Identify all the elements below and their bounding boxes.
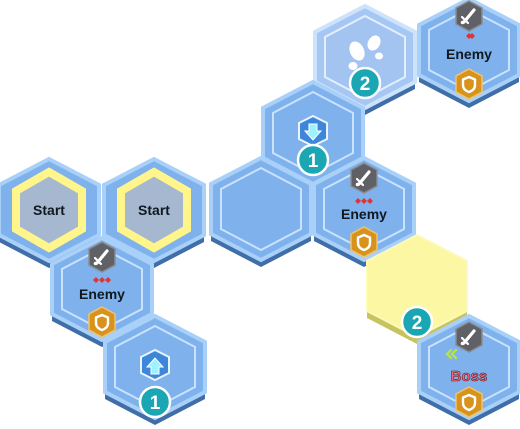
badge-stairs-down: 1 [296,143,330,177]
badge-number: 1 [150,393,161,414]
arrow-down-icon [298,114,328,148]
tile-label: Enemy [341,206,387,222]
difficulty-pips [93,277,111,283]
shield-icon [349,225,379,259]
tile-start-left[interactable]: Start [0,157,101,268]
tile-stairs-up[interactable]: 1 [103,314,207,425]
tile-label: Start [33,202,65,218]
tile-selected[interactable]: 2 [366,234,468,344]
sword-icon [349,161,379,195]
tile-stairs-down[interactable]: 1 [261,80,365,191]
tile-start-right[interactable]: Start [102,157,206,268]
tile-footsteps[interactable]: 2 [313,4,417,115]
footsteps-icon [348,35,383,70]
sword-icon [454,320,484,354]
difficulty-pips [355,198,373,204]
badge-stairs-up: 1 [138,385,172,419]
arrow-up-icon [140,348,170,382]
shield-icon [87,305,117,339]
tile-label: Enemy [446,46,492,62]
shield-icon [454,385,484,419]
badge-number: 2 [360,74,371,95]
tile-enemy-top-right[interactable]: Enemy [417,0,520,108]
badge-selected: 2 [400,305,434,339]
tile-label: Enemy [79,286,125,302]
tile-boss[interactable]: Boss [417,314,520,425]
tile-label: Start [138,202,170,218]
boss-chevrons-icon [445,348,458,360]
tile-empty-center[interactable] [209,156,313,267]
badge-number: 2 [412,313,423,334]
shield-icon [454,67,484,101]
tile-enemy-center[interactable]: Enemy [312,156,416,267]
sword-icon [87,240,117,274]
tile-enemy-left[interactable]: Enemy [50,236,154,347]
badge-number: 1 [308,151,319,172]
sword-icon [454,0,484,33]
difficulty-pips [466,33,475,39]
badge-footsteps: 2 [348,66,382,100]
tile-label: Boss [451,368,488,385]
